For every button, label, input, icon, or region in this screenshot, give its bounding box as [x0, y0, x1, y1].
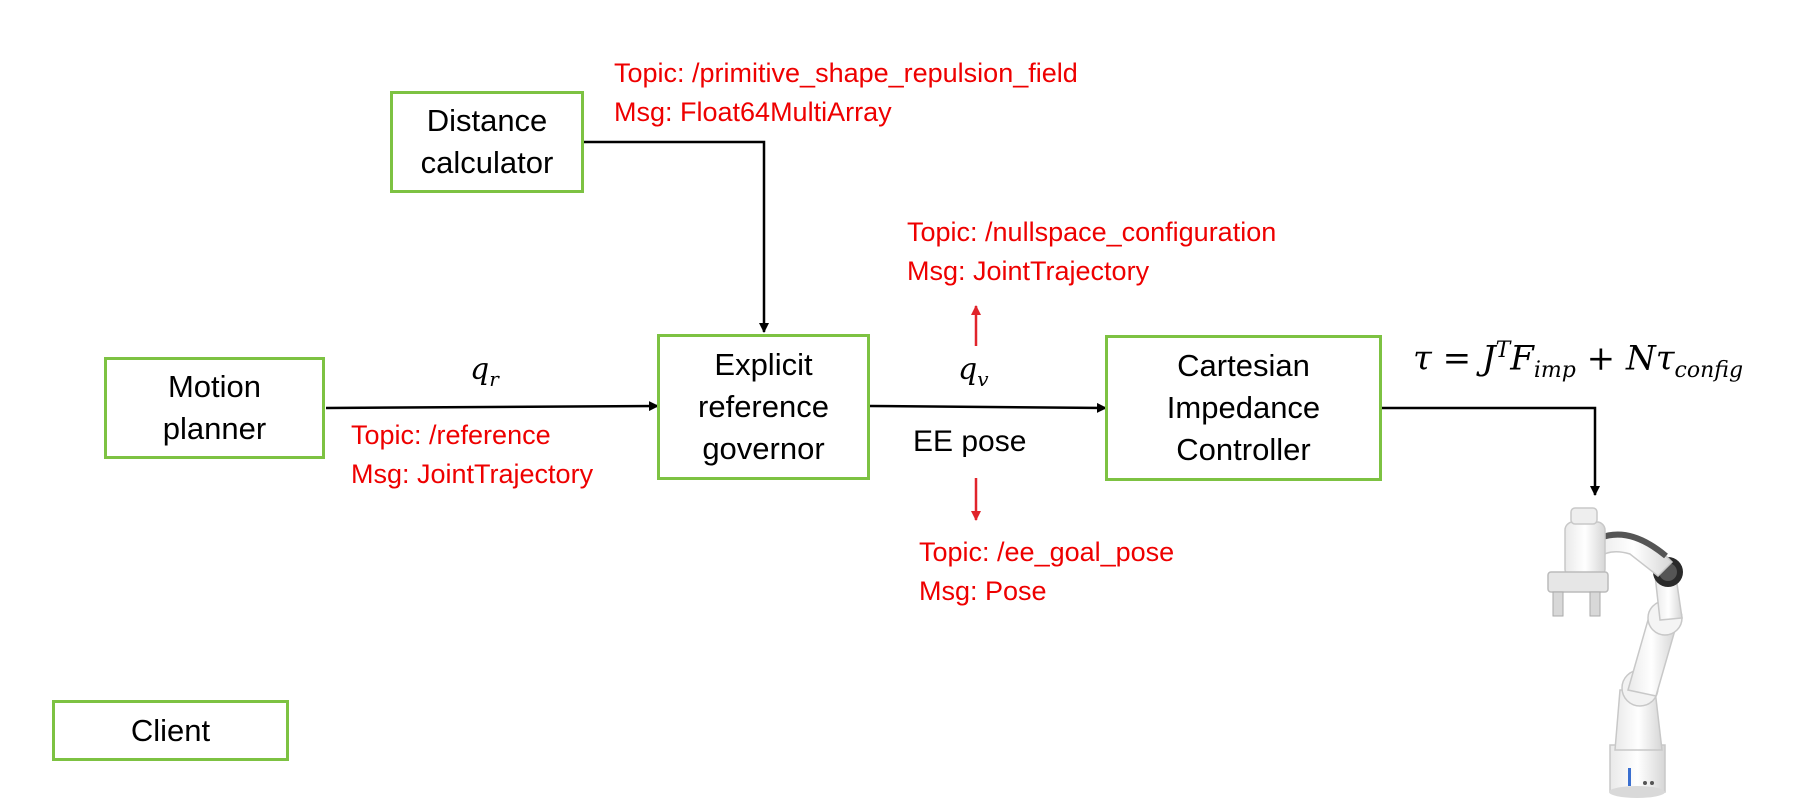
wire-governor-to-controller — [869, 402, 1107, 413]
block-line: planner — [162, 411, 267, 446]
topic-name: Topic: /ee_goal_pose — [919, 537, 1175, 567]
wire-controller-to-robot — [1382, 406, 1600, 496]
block-line: reference — [698, 389, 829, 424]
symbol-subscript: v — [977, 367, 989, 391]
wire-planner-to-governor — [325, 401, 659, 412]
repulsion-topic-label: Topic: /primitive_shape_repulsion_field … — [614, 54, 1078, 132]
nullspace-topic-label: Topic: /nullspace_configuration Msg: Joi… — [907, 213, 1276, 291]
eq-tau: τ — [1413, 338, 1432, 379]
motion-planner-block: Motion planner — [104, 357, 325, 459]
block-line: Explicit — [714, 347, 813, 382]
client-legend-block: Client — [52, 700, 289, 761]
symbol-subscript: r — [489, 367, 499, 391]
reference-topic-label: Topic: /reference Msg: JointTrajectory — [351, 416, 593, 494]
eq-tau2: τ — [1655, 338, 1675, 379]
ee-pose-signal-label: EE pose — [913, 425, 1027, 458]
topic-msg: Msg: JointTrajectory — [351, 459, 594, 489]
eq-J: J — [1481, 338, 1496, 379]
block-line: Motion — [167, 369, 262, 404]
explicit-reference-governor-block: Explicit reference governor — [657, 334, 870, 480]
block-line: Controller — [1176, 432, 1311, 467]
eq-N: N — [1625, 338, 1656, 379]
topic-name: Topic: /primitive_shape_repulsion_field — [614, 58, 1078, 88]
franka-robot-arm-icon — [1547, 507, 1683, 798]
control-law-equation: τ = JTFimp + Nτconfig — [1413, 338, 1743, 383]
topic-msg: Msg: Pose — [919, 576, 1047, 606]
topic-name: Topic: /reference — [351, 420, 551, 450]
eq-J-sup: T — [1495, 338, 1511, 363]
block-line: Cartesian — [1177, 348, 1310, 383]
ee-goal-topic-label: Topic: /ee_goal_pose Msg: Pose — [919, 533, 1174, 611]
eq-tau2-sub: config — [1674, 358, 1744, 384]
block-line: governor — [702, 431, 825, 466]
q-v-signal-label: qv — [958, 352, 989, 391]
q-r-signal-label: qr — [470, 352, 499, 391]
block-line: Distance — [426, 103, 548, 138]
topic-name: Topic: /nullspace_configuration — [907, 217, 1277, 247]
eq-equals: = — [1442, 338, 1472, 379]
eq-F: F — [1510, 338, 1534, 379]
distance-calculator-block: Distance calculator — [390, 91, 584, 193]
topic-msg: Msg: Float64MultiArray — [614, 97, 892, 127]
block-line: calculator — [420, 145, 554, 180]
topic-msg: Msg: JointTrajectory — [907, 256, 1150, 286]
cartesian-impedance-controller-block: Cartesian Impedance Controller — [1105, 335, 1382, 481]
symbol-base: q — [470, 352, 490, 387]
eq-plus: + — [1586, 338, 1616, 379]
block-line: Impedance — [1166, 390, 1321, 425]
symbol-base: q — [958, 352, 978, 387]
block-line: Client — [130, 712, 211, 748]
wire-distance-to-governor — [583, 140, 769, 333]
eq-F-sub: imp — [1533, 358, 1576, 384]
